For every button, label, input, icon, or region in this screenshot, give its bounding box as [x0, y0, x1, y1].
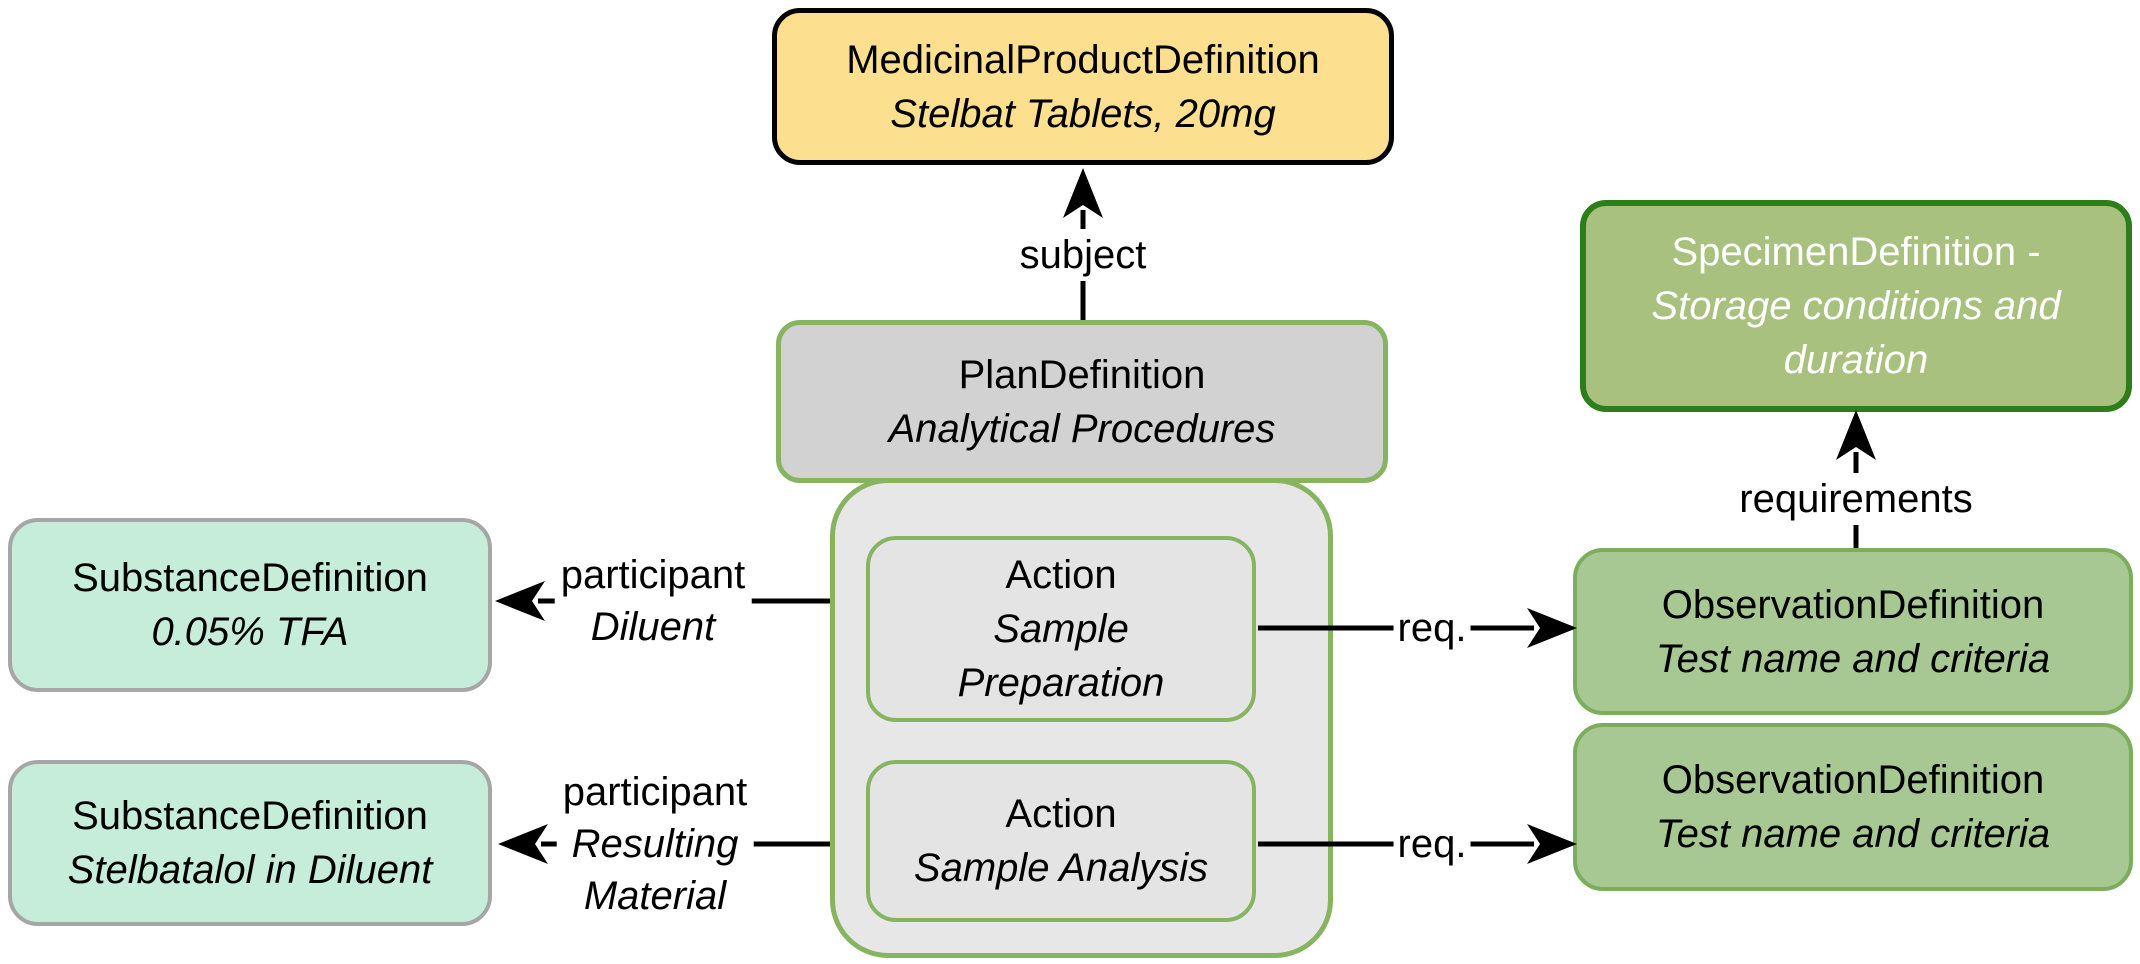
- subject-arrowhead: [1063, 168, 1103, 218]
- requirements-edge-label: requirements: [1733, 473, 1979, 525]
- req2-arrowhead: [1527, 824, 1577, 864]
- participant-resulting-arrowhead: [498, 824, 548, 864]
- req1-arrowhead: [1527, 608, 1577, 648]
- node-specimen-definition: SpecimenDefinition - Storage conditions …: [1580, 200, 2132, 412]
- node-subtitle: Test name and criteria: [1655, 636, 2051, 681]
- node-substance-definition-resulting-material: SubstanceDefinition Stelbatalol in Dilue…: [8, 760, 492, 926]
- node-subtitle: Test name and criteria: [1655, 812, 2051, 856]
- node-title: ObservationDefinition: [1661, 758, 2045, 802]
- participant-diluent-edge-label: participant Diluent: [554, 549, 752, 653]
- node-medicinal-product-definition: MedicinalProductDefinition Stelbat Table…: [772, 8, 1394, 165]
- node-title: Action: [1005, 792, 1117, 836]
- material-label-line: Material: [583, 874, 727, 918]
- node-plan-definition: PlanDefinition Analytical Procedures: [776, 320, 1388, 483]
- req1-edge-label: req.: [1393, 602, 1471, 654]
- node-title: SubstanceDefinition: [72, 794, 428, 838]
- participant-diluent-arrowhead: [495, 581, 545, 621]
- diluent-label-line: Diluent: [590, 605, 716, 649]
- node-subtitle: Sample Analysis: [913, 846, 1209, 890]
- node-title: MedicinalProductDefinition: [846, 37, 1320, 82]
- node-title: SpecimenDefinition -: [1671, 230, 2041, 274]
- node-title: PlanDefinition: [958, 352, 1206, 397]
- node-title: ObservationDefinition: [1661, 582, 2045, 627]
- node-action-sample-analysis: Action Sample Analysis: [866, 760, 1256, 922]
- node-subtitle: Stelbat Tablets, 20mg: [890, 91, 1276, 136]
- participant-label-line: participant: [562, 770, 748, 814]
- node-title: Action: [1005, 553, 1117, 597]
- node-observation-definition-2: ObservationDefinition Test name and crit…: [1573, 723, 2133, 891]
- participant-resulting-edge-label: participant Resulting Material: [556, 766, 754, 922]
- resulting-label-line: Resulting: [571, 822, 739, 866]
- node-subtitle: Analytical Procedures: [888, 406, 1276, 451]
- subject-edge-label: subject: [1013, 229, 1153, 281]
- node-subtitle: Sample Preparation: [957, 607, 1165, 705]
- participant-label-line: participant: [560, 553, 746, 597]
- node-substance-definition-diluent: SubstanceDefinition 0.05% TFA: [8, 518, 492, 692]
- req2-edge-label: req.: [1393, 818, 1471, 870]
- node-title: SubstanceDefinition: [72, 556, 428, 600]
- node-subtitle: Stelbatalol in Diluent: [67, 848, 433, 892]
- node-observation-definition-1: ObservationDefinition Test name and crit…: [1573, 548, 2133, 715]
- node-subtitle: 0.05% TFA: [151, 610, 349, 654]
- node-subtitle: Storage conditions and duration: [1651, 284, 2061, 382]
- node-action-sample-preparation: Action Sample Preparation: [866, 536, 1256, 722]
- requirements-arrowhead: [1836, 410, 1876, 460]
